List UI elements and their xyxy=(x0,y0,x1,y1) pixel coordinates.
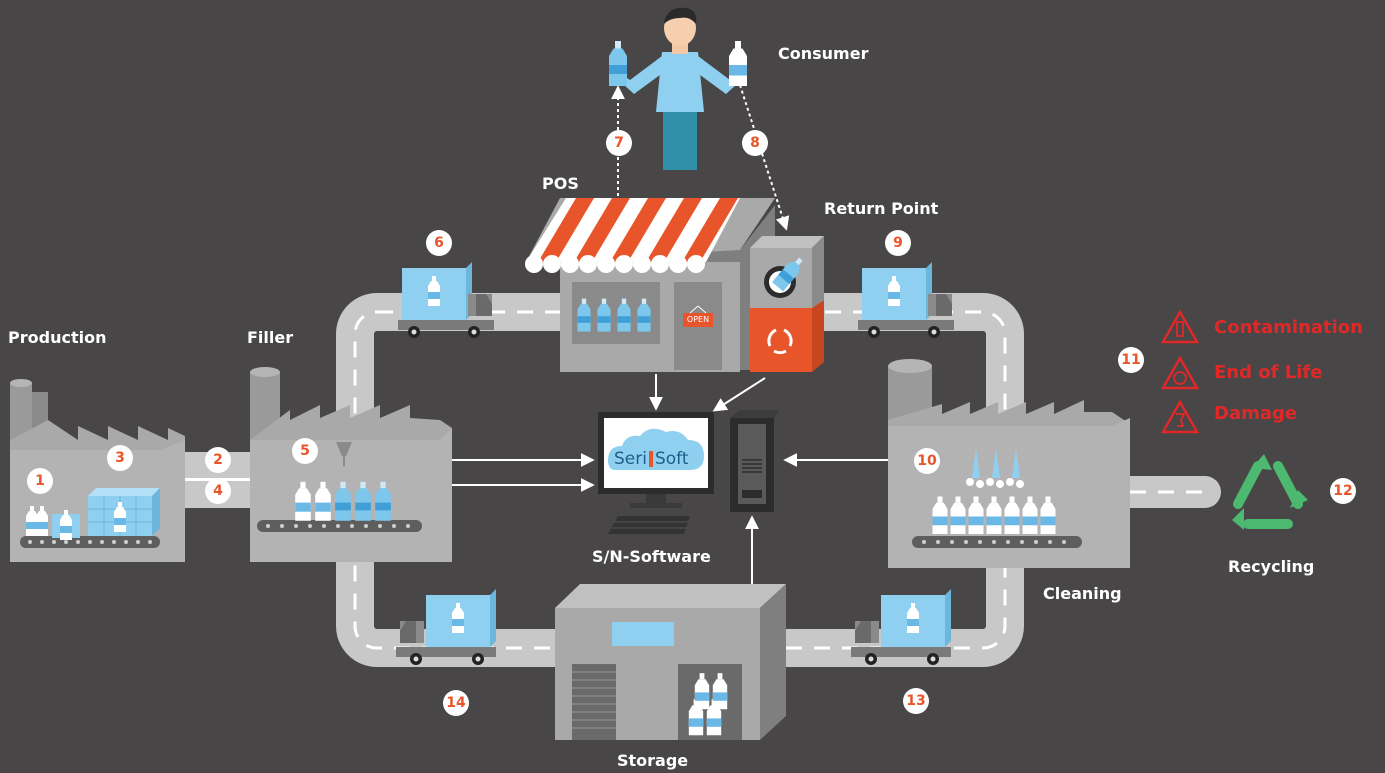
step-3: 3 xyxy=(107,445,133,471)
cleaning-label: Cleaning xyxy=(1043,584,1122,603)
software-monitor xyxy=(598,412,714,534)
step-9: 9 xyxy=(885,230,911,256)
recycling-label: Recycling xyxy=(1228,557,1315,576)
production-factory xyxy=(10,379,185,562)
truck-9 xyxy=(858,262,954,338)
logo-divider xyxy=(648,451,653,467)
flow-arrows xyxy=(452,84,888,584)
pos-store xyxy=(525,198,775,372)
return-point-machine xyxy=(750,236,824,372)
step-14: 14 xyxy=(443,690,469,716)
production-label: Production xyxy=(8,328,107,347)
computer-tower xyxy=(730,410,780,512)
step-4: 4 xyxy=(205,478,231,504)
damage-label: Damage xyxy=(1214,403,1298,424)
pos-label: POS xyxy=(542,174,579,193)
step-7: 7 xyxy=(606,130,632,156)
logo-text-right: Soft xyxy=(654,449,689,469)
damage-warning-icon xyxy=(1161,400,1199,434)
step-2: 2 xyxy=(205,447,231,473)
recycling-icon xyxy=(1232,454,1308,530)
consumer-label: Consumer xyxy=(778,44,869,63)
end-of-life-label: End of Life xyxy=(1214,362,1323,383)
filler-label: Filler xyxy=(247,328,294,347)
recycle-icon xyxy=(767,328,793,355)
step-11: 11 xyxy=(1118,347,1144,373)
consumer-figure xyxy=(609,7,747,170)
cleaning-factory xyxy=(888,359,1130,568)
contamination-label: Contamination xyxy=(1214,317,1363,338)
step-5: 5 xyxy=(292,438,318,464)
logo-text-left: Seri xyxy=(614,449,647,469)
step-13: 13 xyxy=(903,688,929,714)
return-point-label: Return Point xyxy=(824,199,939,218)
serisoft-logo: Seri Soft xyxy=(614,449,689,469)
step-10: 10 xyxy=(914,448,940,474)
storage-label: Storage xyxy=(617,751,689,770)
step-12: 12 xyxy=(1330,478,1356,504)
software-label: S/N-Software xyxy=(592,547,711,566)
end-of-life-warning-icon xyxy=(1161,356,1199,390)
step-1: 1 xyxy=(27,468,53,494)
storage-building xyxy=(555,584,786,740)
truck-14 xyxy=(396,589,496,665)
step-8: 8 xyxy=(742,130,768,156)
truck-6 xyxy=(398,262,494,338)
step-6: 6 xyxy=(426,230,452,256)
truck-13 xyxy=(851,589,951,665)
open-sign: OPEN xyxy=(686,315,710,324)
contamination-warning-icon xyxy=(1161,310,1199,344)
